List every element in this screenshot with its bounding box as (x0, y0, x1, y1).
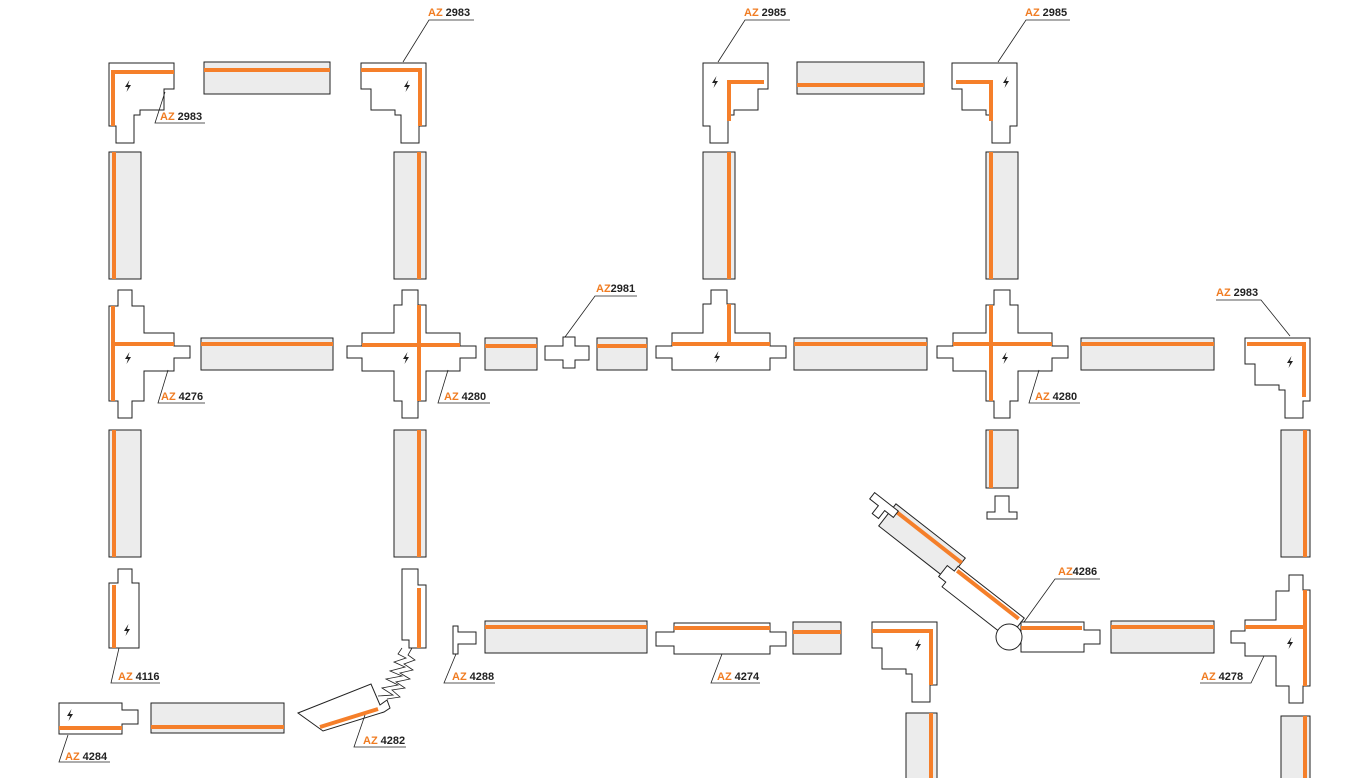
connectors (58, 62, 1311, 735)
track-section (796, 61, 925, 95)
live-end-connector (58, 702, 139, 735)
track-section (484, 620, 648, 654)
flex-connector (296, 568, 427, 732)
track-section (484, 337, 538, 371)
leader-lines (58, 19, 1291, 763)
track-section (1080, 337, 1215, 371)
corner-connector (1244, 337, 1311, 419)
track-section (393, 151, 427, 280)
track-section (150, 702, 285, 734)
end-cap (986, 495, 1018, 520)
corner-connector (871, 621, 938, 703)
part-label: AZ4286 (1058, 566, 1097, 578)
track-section (1280, 429, 1311, 558)
track-section (200, 337, 334, 371)
live-end-connector (108, 568, 140, 649)
corner-connector (108, 62, 175, 144)
track-sections (108, 61, 1311, 778)
t-connector (655, 289, 787, 371)
corner-connector (360, 62, 427, 144)
track-section (1110, 620, 1215, 654)
corner-connector (702, 62, 769, 144)
part-label: AZ2981 (596, 283, 635, 295)
track-section (393, 429, 427, 558)
track-section (108, 429, 142, 558)
t-connector (108, 289, 191, 419)
end-cap (869, 491, 899, 520)
track-section (702, 151, 736, 280)
end-cap (452, 625, 477, 655)
mid-feed-connector (655, 622, 787, 655)
cross-connector (346, 289, 477, 419)
track-section (985, 429, 1019, 489)
track-section (985, 151, 1019, 280)
angle-connector (937, 564, 1101, 653)
track-section (596, 337, 648, 371)
corner-connector (951, 62, 1018, 144)
track-section (108, 151, 142, 280)
track-section (905, 712, 938, 778)
track-section (792, 621, 842, 655)
track-section (203, 61, 331, 95)
cross-connector (936, 289, 1069, 419)
straight-coupler (544, 336, 590, 369)
track-section (1280, 715, 1311, 778)
t-connector (1230, 574, 1311, 704)
track-section (793, 337, 928, 371)
